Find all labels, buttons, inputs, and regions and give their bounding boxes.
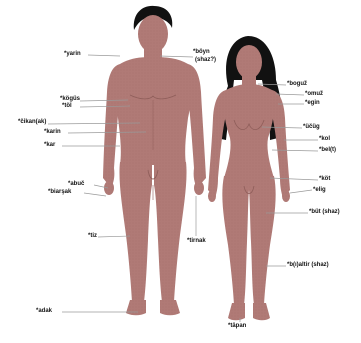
label-bel: *bel(t)	[319, 147, 336, 154]
male-left-arm	[103, 64, 120, 188]
label-yarin: *yarin	[64, 51, 81, 58]
female-torso	[224, 84, 274, 178]
leader-kot	[270, 178, 318, 180]
female-right-leg	[249, 176, 276, 305]
male-right-arm	[188, 64, 206, 188]
male-torso	[115, 57, 192, 165]
label-tirnak: *tirnak	[187, 238, 206, 245]
label-abuc: *abuč	[68, 181, 84, 188]
leader-bogus	[258, 84, 286, 85]
leader-boyn	[160, 56, 193, 57]
label-tapan: *täpan	[228, 323, 246, 330]
leader-tiz	[98, 236, 130, 237]
male-figure	[103, 6, 206, 315]
male-head	[138, 15, 168, 53]
label-kot: *köt	[319, 176, 330, 183]
male-right-leg	[154, 162, 187, 302]
label-kar: *kar	[44, 142, 55, 149]
label-boyn-note: (shaz?)	[195, 57, 216, 64]
label-but: *büt (shaz)	[309, 209, 340, 216]
leader-yarin	[88, 55, 120, 56]
leader-biarsak	[84, 193, 106, 196]
label-egin: *egin	[305, 100, 320, 107]
female-head	[236, 45, 262, 79]
label-elig: *elig	[313, 187, 326, 194]
label-adak: *adak	[36, 308, 52, 315]
label-tiz: *tiz	[88, 233, 97, 240]
label-omuz: *omuž	[305, 91, 323, 98]
label-cikan: *čikan(ak)	[18, 119, 46, 126]
male-left-leg	[119, 162, 152, 302]
female-left-leg	[222, 176, 249, 305]
label-bogus: *boguž	[287, 81, 307, 88]
label-tol: *töl	[62, 103, 72, 110]
label-kol: *kol	[319, 136, 330, 143]
leader-omuz	[276, 94, 304, 95]
label-karin: *karin	[44, 129, 61, 136]
leader-elig	[290, 190, 312, 193]
label-baltir: *b(ı)altir (shaz)	[287, 262, 329, 269]
label-kogus: *kögüs	[60, 96, 80, 103]
label-ucig: *üčüg	[303, 124, 320, 131]
label-boyn: *böyn	[193, 49, 210, 56]
label-biarsak: *biarşak	[48, 189, 71, 196]
